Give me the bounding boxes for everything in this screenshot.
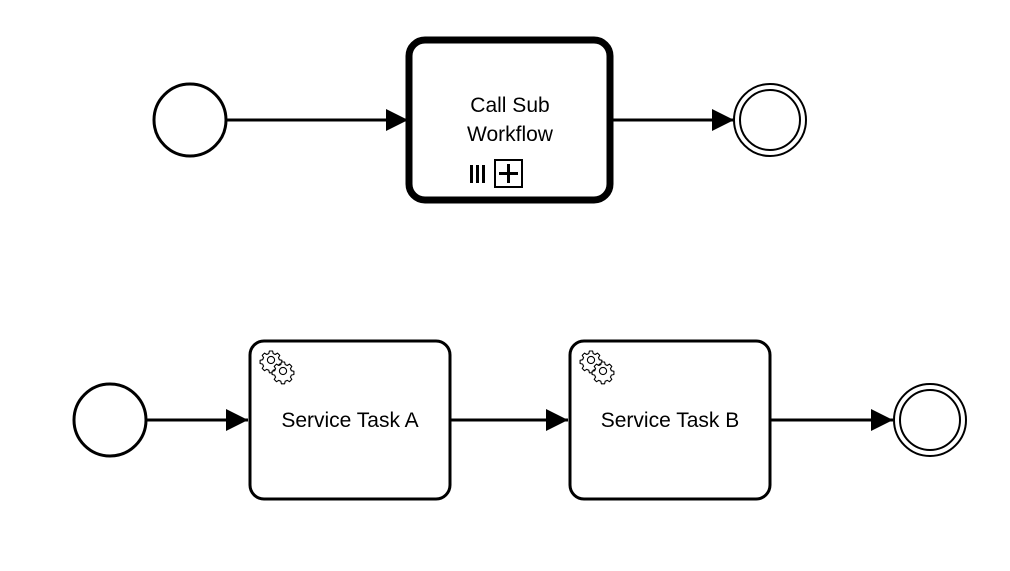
call-activity-label-line1: Call Sub: [470, 94, 549, 117]
end-event-top[interactable]: [733, 83, 807, 157]
collapsed-subprocess-icon: [494, 159, 523, 188]
start-event-top[interactable]: [152, 82, 228, 158]
call-activity-sub-workflow[interactable]: [405, 36, 614, 204]
bottom-process: Service Task A Service Task B: [72, 339, 967, 501]
service-task-a-label: Service Task A: [281, 409, 418, 432]
call-activity-label-line2: Workflow: [467, 123, 554, 146]
end-event-bottom[interactable]: [893, 383, 967, 457]
start-event-bottom[interactable]: [72, 382, 148, 458]
top-process: Call Sub Workflow: [152, 36, 807, 204]
parallel-multi-instance-icon: [470, 165, 485, 183]
service-task-a[interactable]: Service Task A: [248, 339, 452, 501]
service-task-b[interactable]: Service Task B: [568, 339, 772, 501]
service-task-b-label: Service Task B: [601, 409, 740, 432]
